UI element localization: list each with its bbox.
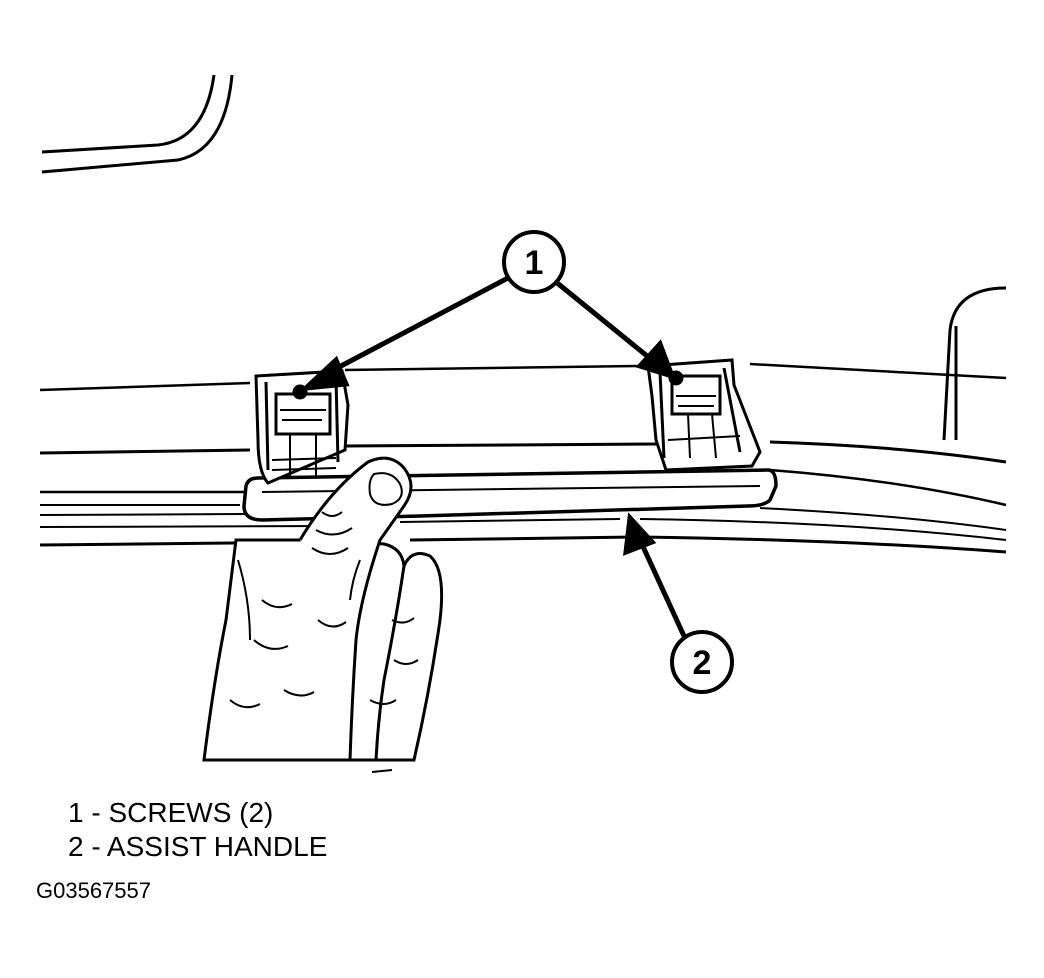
legend-text: SCREWS (2)	[108, 797, 274, 828]
right-bracket	[646, 358, 762, 472]
legend-item: 2 - ASSIST HANDLE	[68, 830, 327, 864]
arrowhead-left	[298, 355, 350, 392]
callout-1-number: 1	[525, 244, 544, 282]
legend-separator: -	[83, 797, 109, 828]
legend-item: 1 - SCREWS (2)	[68, 796, 327, 830]
legend-number: 1	[68, 797, 84, 828]
callout-1: 1	[502, 230, 566, 294]
roof-rail	[39, 362, 1007, 554]
legend: 1 - SCREWS (2) 2 - ASSIST HANDLE	[68, 796, 327, 864]
hand	[202, 456, 444, 773]
arrowhead-handle	[623, 512, 657, 556]
seat-outline	[942, 286, 1007, 441]
window-opening-corner	[41, 74, 234, 174]
callout-1-arrows	[298, 275, 677, 392]
arrowhead-right	[635, 339, 677, 380]
callout-2-arrow	[623, 512, 687, 638]
legend-number: 2	[68, 831, 84, 862]
callout-2-number: 2	[693, 644, 712, 682]
legend-text: ASSIST HANDLE	[106, 831, 328, 862]
legend-separator: -	[83, 831, 107, 862]
figure-id: G03567557	[36, 878, 151, 903]
callout-2: 2	[670, 630, 734, 694]
